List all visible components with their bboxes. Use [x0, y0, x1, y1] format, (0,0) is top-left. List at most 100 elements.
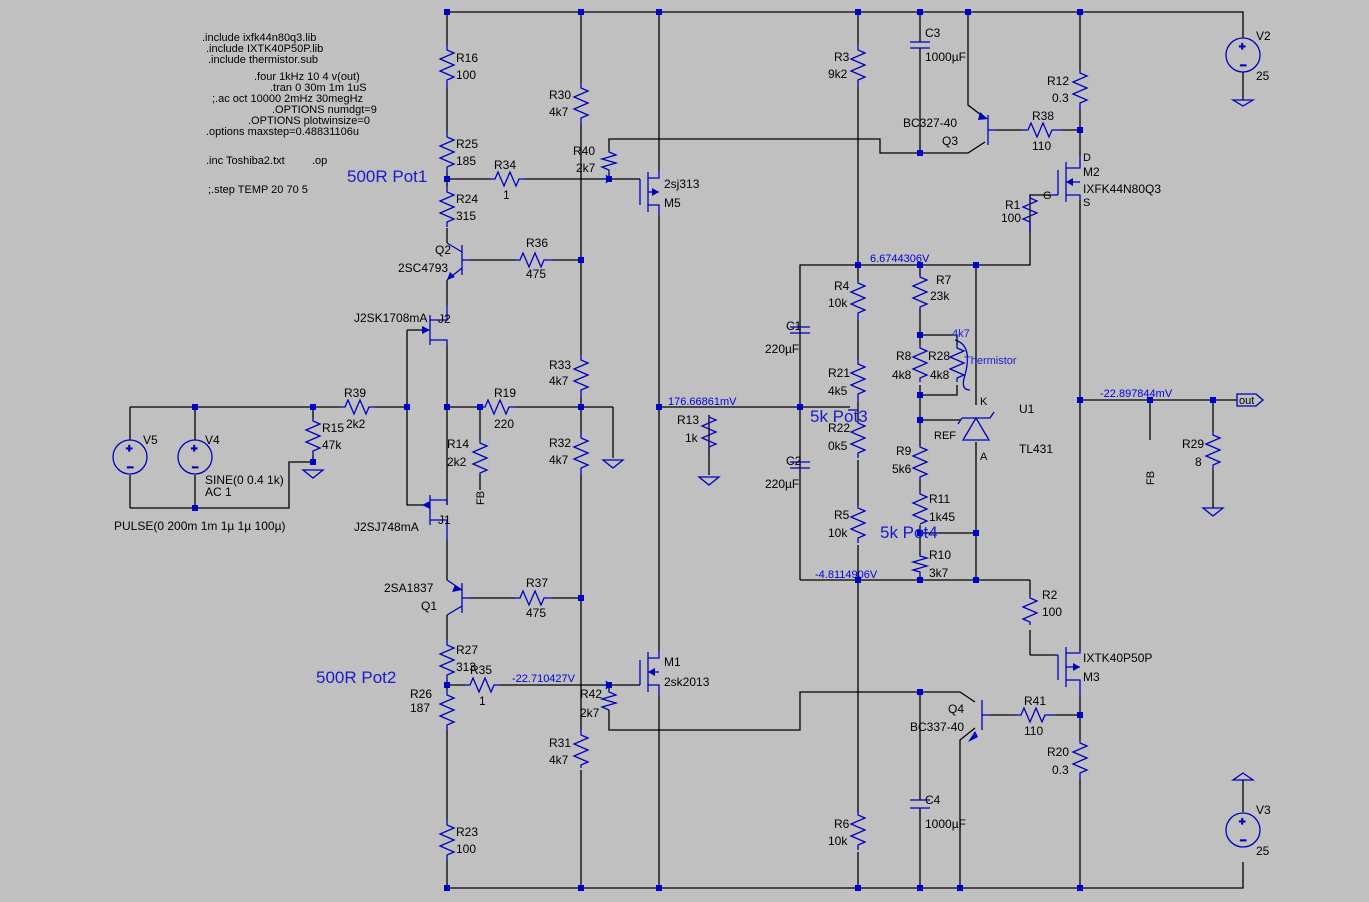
- r9-symbol[interactable]: [911, 445, 929, 480]
- q1-model: 2SA1837: [384, 581, 434, 595]
- r5-symbol[interactable]: [849, 505, 867, 543]
- r23-ref: R23: [456, 825, 478, 839]
- r11-symbol[interactable]: [911, 492, 929, 525]
- c1-symbol[interactable]: [790, 326, 810, 334]
- m3-symbol[interactable]: [1055, 647, 1081, 695]
- r14-symbol[interactable]: [471, 440, 489, 475]
- r32-value: 4k7: [549, 453, 569, 467]
- q3-model: BC327-40: [903, 116, 957, 130]
- r4-symbol[interactable]: [849, 280, 867, 320]
- r20-symbol[interactable]: [1071, 740, 1089, 780]
- q3-symbol[interactable]: [978, 112, 996, 145]
- r34-symbol[interactable]: [490, 170, 525, 188]
- capacitor-labels: C3 1000µF C1 220µF C2 220µF C4 1000µF: [765, 26, 966, 831]
- r1-value: 100: [1001, 211, 1021, 225]
- r24-value: 315: [456, 209, 476, 223]
- r10-symbol[interactable]: [910, 555, 930, 575]
- r32-symbol[interactable]: [572, 433, 590, 476]
- r31-ref: R31: [549, 736, 571, 750]
- m5-ref: M5: [664, 196, 681, 210]
- svg-text:+: +: [1239, 41, 1245, 53]
- r9-value: 5k6: [892, 462, 912, 476]
- m5-symbol[interactable]: [639, 170, 660, 215]
- r2-ref: R2: [1042, 588, 1058, 602]
- c4-ref: C4: [925, 793, 941, 807]
- v3-value: 25: [1256, 844, 1270, 858]
- c2-symbol[interactable]: [790, 461, 810, 469]
- r26-symbol[interactable]: [438, 690, 456, 730]
- directive-9: .inc Toshiba2.txt: [206, 155, 285, 167]
- r33-symbol[interactable]: [572, 355, 590, 398]
- r13-symbol[interactable]: [700, 415, 718, 450]
- r3-symbol[interactable]: [849, 45, 867, 88]
- r5-value: 10k: [828, 526, 848, 540]
- out-port[interactable]: [1236, 393, 1264, 407]
- m1-model: 2sk2013: [664, 675, 710, 689]
- r29-symbol[interactable]: [1204, 432, 1222, 470]
- directive-5: ;.ac oct 10000 2mHz 30megHz: [212, 93, 363, 105]
- q2-symbol[interactable]: [446, 242, 470, 281]
- r40-ref: R40: [573, 144, 595, 158]
- r30-symbol[interactable]: [572, 83, 590, 125]
- pot2-label: 500R Pot2: [316, 668, 396, 687]
- r8-symbol[interactable]: [911, 345, 929, 382]
- c3-symbol[interactable]: [910, 41, 930, 49]
- r27-ref: R27: [456, 643, 478, 657]
- r42-symbol[interactable]: [599, 690, 619, 711]
- v5-symbol[interactable]: +−: [112, 439, 148, 475]
- r35-symbol[interactable]: [465, 676, 500, 694]
- r37-symbol[interactable]: [515, 589, 552, 607]
- c4-symbol[interactable]: [910, 799, 930, 809]
- r36-symbol[interactable]: [515, 251, 552, 269]
- net-voltage-3: -4.8114906V: [815, 569, 878, 581]
- r12-symbol[interactable]: [1071, 70, 1089, 110]
- m1-symbol[interactable]: [639, 650, 660, 695]
- q1-symbol[interactable]: [446, 579, 470, 616]
- r1-symbol[interactable]: [1021, 195, 1039, 232]
- r7-ref: R7: [936, 273, 952, 287]
- voltage-sources: +− +− +− +−: [112, 37, 1261, 848]
- q3-ref: Q3: [942, 134, 958, 148]
- svg-text:−: −: [127, 462, 133, 474]
- r25-symbol[interactable]: [438, 132, 456, 172]
- r31-symbol[interactable]: [572, 730, 590, 768]
- q4-symbol[interactable]: [968, 700, 990, 742]
- c2-ref: C2: [786, 454, 802, 468]
- r41-value: 110: [1024, 724, 1043, 738]
- r19-symbol[interactable]: [480, 398, 515, 416]
- out-label[interactable]: out: [1239, 395, 1254, 407]
- u1-pin-k: K: [980, 396, 988, 408]
- v2-symbol[interactable]: +−: [1225, 37, 1261, 73]
- r2-symbol[interactable]: [1021, 595, 1039, 625]
- r15-symbol[interactable]: [304, 418, 322, 455]
- r28-symbol[interactable]: [948, 345, 966, 382]
- r21-symbol[interactable]: [849, 360, 867, 402]
- svg-text:−: −: [192, 462, 198, 474]
- j2-symbol[interactable]: [422, 305, 448, 345]
- u1-symbol[interactable]: [957, 411, 995, 441]
- r38-symbol[interactable]: [1022, 121, 1062, 139]
- r41-symbol[interactable]: [1015, 706, 1055, 724]
- r9-ref: R9: [896, 444, 912, 458]
- m3-ref: M3: [1083, 670, 1100, 684]
- u1-ref: U1: [1019, 402, 1035, 416]
- v4-symbol[interactable]: +−: [177, 439, 213, 475]
- r16-symbol[interactable]: [438, 45, 456, 88]
- j1-symbol[interactable]: [422, 495, 448, 540]
- r10-value: 3k7: [929, 566, 949, 580]
- r22-symbol[interactable]: [849, 420, 867, 458]
- r7-symbol[interactable]: [911, 275, 929, 310]
- r24-symbol[interactable]: [438, 187, 456, 227]
- r15-value: 47k: [322, 438, 342, 452]
- directive-10: .op: [312, 155, 327, 167]
- m2-symbol[interactable]: [1050, 155, 1081, 202]
- r27-symbol[interactable]: [438, 640, 456, 680]
- r23-symbol[interactable]: [438, 820, 456, 860]
- r6-symbol[interactable]: [849, 812, 867, 850]
- c1-value: 220µF: [765, 342, 799, 356]
- v3-ref: V3: [1256, 803, 1271, 817]
- r40-symbol[interactable]: [599, 150, 619, 173]
- directive-6: .OPTIONS numdgt=9: [272, 104, 377, 116]
- v3-symbol[interactable]: +−: [1225, 812, 1261, 848]
- r39-symbol[interactable]: [340, 398, 375, 416]
